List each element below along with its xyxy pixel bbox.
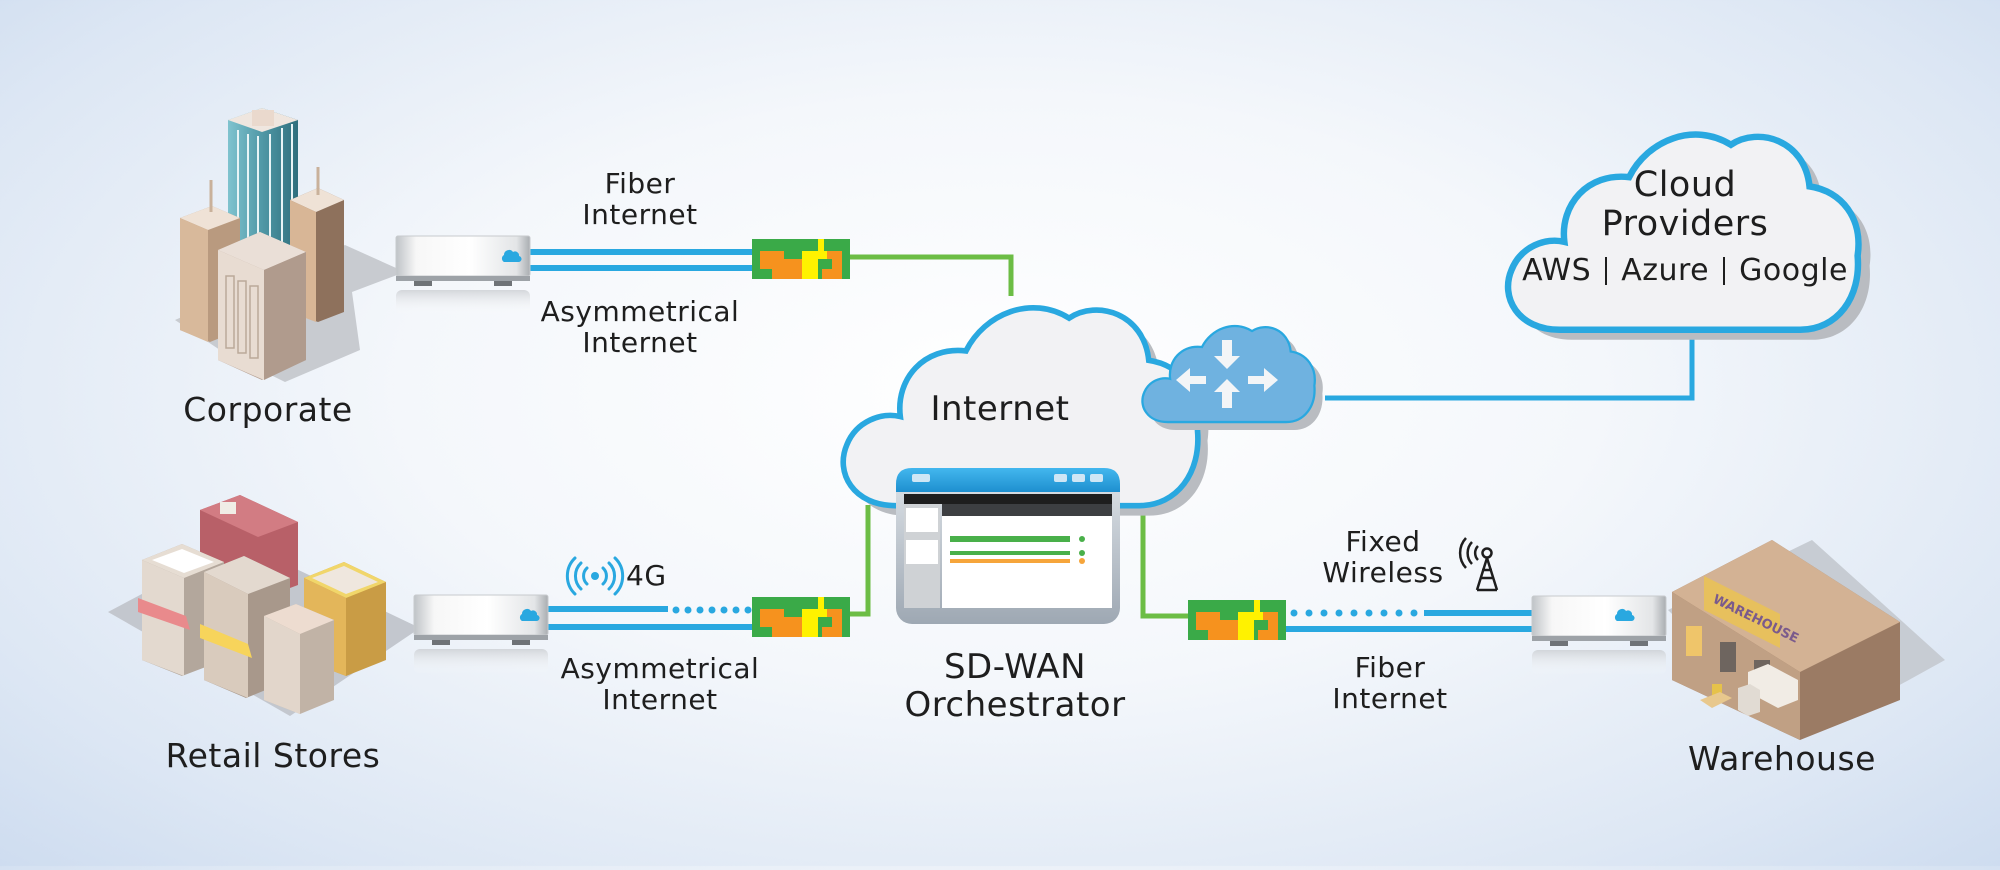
provider-azure: Azure [1621,253,1710,289]
radio-tower-icon [1458,537,1499,592]
edge-device-retail[interactable] [413,594,549,674]
warehouse-illustration: WAREHOUSE [1668,540,1945,740]
edge-device-warehouse[interactable] [1531,595,1667,675]
retail-stores-illustration [108,495,420,716]
provider-aws: AWS [1522,253,1592,289]
wireless-signal-icon [565,556,625,596]
link-label-warehouse-fiber: Fiber Internet [1332,651,1448,716]
window-menu-button[interactable] [912,474,930,482]
provider-separator [1723,257,1726,286]
site-label-warehouse: Warehouse [1688,739,1876,778]
window-close-button[interactable] [1090,474,1103,482]
window-maximize-button[interactable] [1072,474,1085,482]
link-label-corporate-fiber: Fiber Internet [582,167,698,232]
sdwan-orchestrator-console[interactable] [896,468,1120,624]
site-label-retail-stores: Retail Stores [165,736,381,775]
corporate-buildings-illustration [175,108,405,382]
cloud-providers-label: Cloud Providers AWS Azure Google [1500,165,1870,288]
link-label-retail-asymmetrical: Asymmetrical Internet [560,652,760,717]
cloud-logo-icon [519,609,540,622]
cloud-providers-title: Cloud Providers [1601,165,1769,245]
internet-cloud-label: Internet [930,389,1070,429]
sdwan-edge-block-warehouse [1188,600,1286,640]
sdwan-edge-block-retail [752,597,850,637]
cloud-providers-list: AWS Azure Google [1500,254,1870,288]
cloud-logo-icon [1614,608,1635,622]
router-arrows-icon [1176,340,1278,408]
window-minimize-button[interactable] [1054,474,1067,482]
corporate-wan-links [528,249,755,271]
link-label-corporate-asymmetrical: Asymmetrical Internet [540,295,740,360]
warehouse-wan-links [1285,609,1535,632]
orchestrator-control-links [850,254,1192,619]
link-label-retail-4g: 4G [626,559,667,592]
provider-separator [1605,257,1608,286]
orchestrator-label: SD-WAN Orchestrator [904,647,1126,726]
link-label-warehouse-fixed-wireless: Fixed Wireless [1322,525,1444,590]
cloud-logo-icon [501,250,522,263]
retail-wan-links [546,606,755,630]
edge-device-corporate[interactable] [395,235,531,315]
site-label-corporate: Corporate [183,390,353,429]
provider-google: Google [1739,253,1848,289]
cloud-provider-link [1325,332,1695,401]
sdwan-edge-block-corporate [752,239,850,279]
gateway-cloud[interactable] [1141,324,1323,431]
